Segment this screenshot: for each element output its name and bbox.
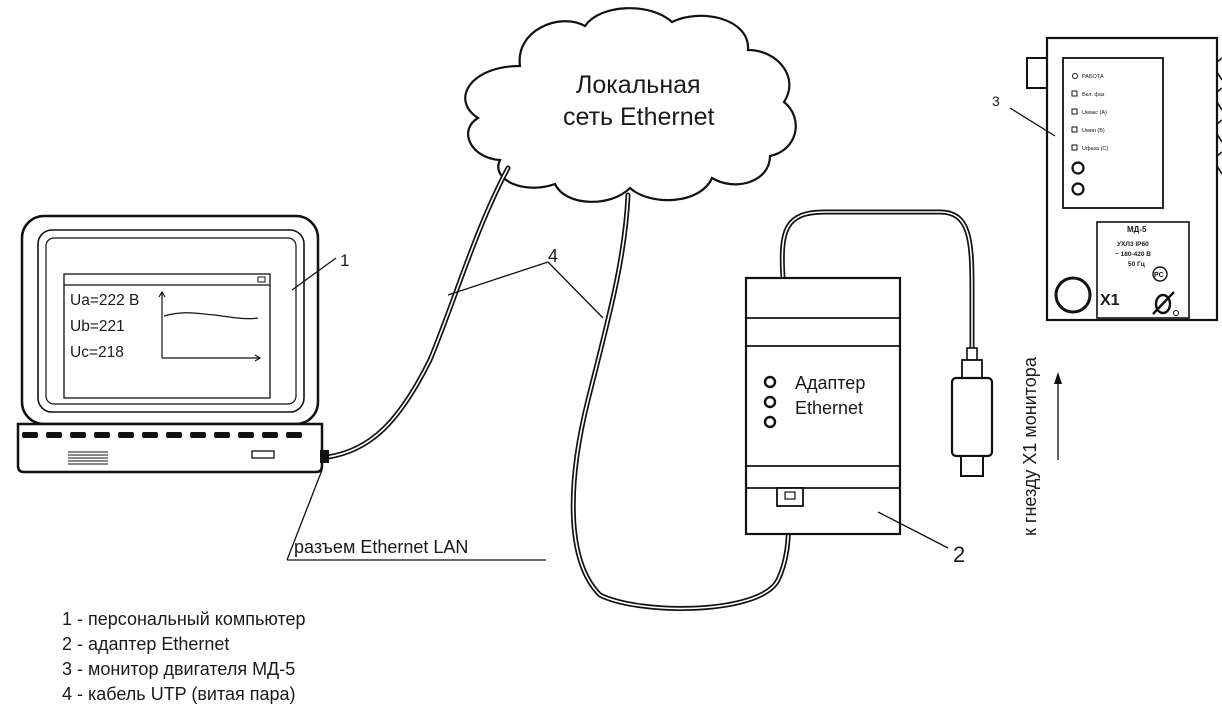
- reading-uc: Uc=218: [70, 344, 124, 361]
- cable-laptop-to-cloud: [325, 165, 511, 460]
- certification-mark-icon: PC: [1152, 266, 1168, 282]
- adapter-label-line1: Адаптер: [795, 373, 865, 393]
- motor-monitor-md5: РАБОТА Вкл. фаз Uмакс (А) Uмин (В) Uфаза…: [1026, 36, 1222, 322]
- legend-item-4: 4 - кабель UTP (витая пара): [62, 684, 296, 704]
- monitor-button-1: [1071, 161, 1085, 175]
- voltage-mini-plot: [158, 290, 262, 362]
- adapter-led-3: [763, 415, 777, 429]
- voltage-trace: [163, 312, 259, 320]
- ethernet-port: [320, 450, 329, 463]
- laptop-base: [16, 422, 324, 474]
- monitor-label-plate: [1096, 221, 1190, 319]
- monitor-x1-socket: [1054, 276, 1092, 314]
- adapter-led-2: [763, 395, 777, 409]
- cloud-label-line2: сеть Ethernet: [563, 103, 715, 131]
- to-socket-label: к гнезду X1 монитора: [1020, 356, 1040, 536]
- cables: [325, 165, 975, 611]
- adapter-rj45-port: [776, 487, 804, 507]
- legend: 1 - персональный компьютер 2 - адаптер E…: [62, 609, 306, 704]
- led-label-0: РАБОТА: [1082, 74, 1104, 80]
- monitor-spec1: УХЛ3 IP60: [1117, 241, 1149, 248]
- led-label-2: Uмакс (А): [1082, 110, 1107, 116]
- led-label-4: Uфаза (С): [1082, 146, 1108, 152]
- callout-4: 4: [548, 246, 558, 266]
- laptop-keyboard: [22, 432, 302, 438]
- cloud-outline: [464, 7, 797, 203]
- legend-item-3: 3 - монитор двигателя МД-5: [62, 659, 295, 679]
- legend-item-1: 1 - персональный компьютер: [62, 609, 306, 629]
- monitor-plug: [950, 347, 994, 477]
- monitor-spec3: 50 Гц: [1128, 261, 1145, 268]
- monitor-spec2: ~ 180-420 В: [1115, 251, 1151, 258]
- plug-body: [950, 376, 994, 458]
- disposal-mark-icon: [1152, 291, 1179, 316]
- legend-item-2: 2 - адаптер Ethernet: [62, 634, 229, 654]
- monitor-button-2: [1071, 182, 1085, 196]
- app-window: [63, 273, 271, 399]
- adapter-led-1: [763, 375, 777, 389]
- laptop-lid-inner: [37, 229, 305, 413]
- monitor-led-list: РАБОТА Вкл. фаз Uмакс (А) Uмин (В) Uфаза…: [1071, 73, 1108, 152]
- reading-ub: Ub=221: [70, 318, 125, 335]
- led-label-1: Вкл. фаз: [1082, 92, 1105, 98]
- callout-2: 2: [953, 542, 965, 567]
- monitor-model: МД-5: [1127, 225, 1147, 234]
- monitor-side-tab: [1026, 57, 1050, 89]
- laptop-computer: Ua=222 В Ub=221 Uc=218: [16, 214, 329, 474]
- led-label-3: Uмин (В): [1082, 128, 1105, 134]
- up-arrow-icon: [1054, 372, 1062, 384]
- laptop-vent: [68, 451, 108, 465]
- callout-1: 1: [340, 251, 349, 270]
- laptop-drive-slot: [251, 450, 275, 459]
- adapter-label-line2: Ethernet: [795, 398, 863, 418]
- ethernet-adapter: Адаптер Ethernet: [744, 276, 902, 536]
- cloud-label-line1: Локальная: [576, 71, 701, 99]
- reading-ua: Ua=222 В: [70, 292, 139, 309]
- callouts: [286, 107, 1059, 561]
- monitor-terminals: [1216, 57, 1222, 175]
- monitor-connector-label: X1: [1100, 292, 1120, 309]
- window-close-icon: [257, 276, 266, 283]
- lan-port-label: разъем Ethernet LAN: [294, 537, 468, 557]
- lan-cloud: Локальная сеть Ethernet: [464, 7, 797, 203]
- callout-3: 3: [992, 93, 1000, 109]
- svg-text:PC: PC: [1154, 272, 1164, 279]
- laptop-screen: [45, 237, 297, 405]
